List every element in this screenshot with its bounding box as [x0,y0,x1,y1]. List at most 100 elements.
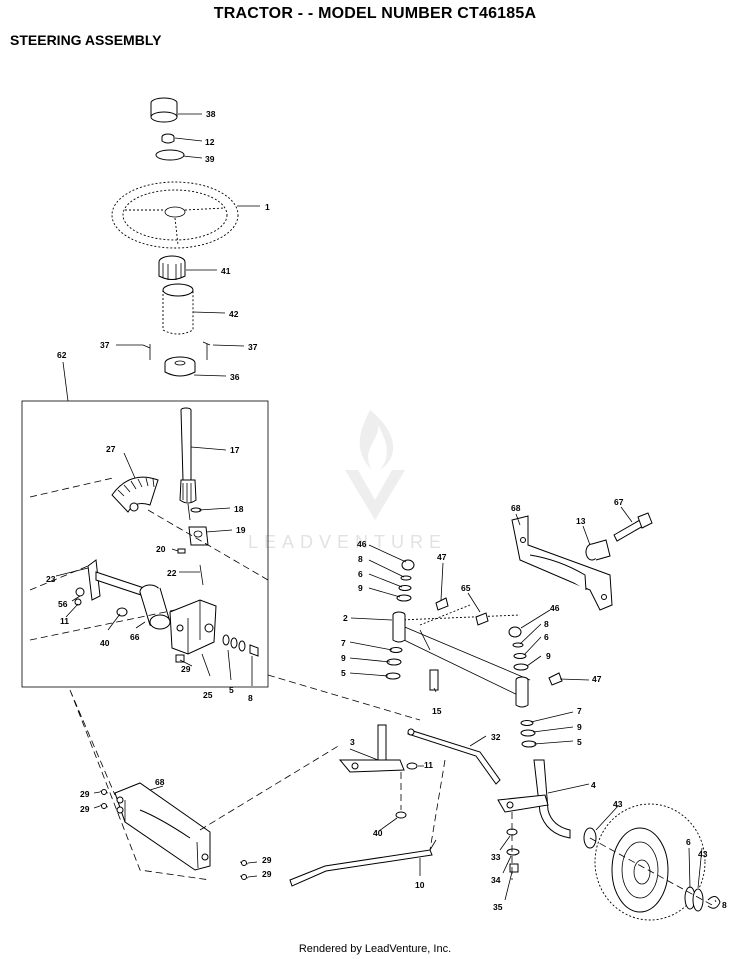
washer-stack-part [385,559,415,680]
bolt-part [429,669,439,691]
pin-part [177,548,186,554]
callout-label: 47 [437,552,447,562]
callout-label: 7 [577,706,582,716]
callout-label: 9 [577,722,582,732]
callout-label: 5 [229,685,234,695]
spacer-part [116,607,128,617]
callout-label: 27 [106,444,116,454]
callout-label: 13 [576,516,586,526]
screw-part [142,341,211,360]
callout-label: 65 [461,583,471,593]
bolt-part [613,512,653,542]
callout-label: 12 [205,137,215,147]
callout-label: 6 [358,569,363,579]
tie-rod-part [289,839,437,887]
callout-label: 8 [358,554,363,564]
callout-label: 17 [230,445,240,455]
washer-part [155,149,185,161]
callout-label: 19 [236,525,246,535]
bolt-part [199,564,204,586]
footer-credit: Rendered by LeadVenture, Inc. [298,943,452,955]
callout-label: 43 [613,799,623,809]
callout-label: 40 [100,638,110,648]
callout-label: 8 [248,693,253,703]
nut-part [161,133,175,144]
bushing-part [475,612,489,626]
callout-labels: 38 12 39 1 41 42 37 37 36 62 17 27 18 19… [46,109,727,912]
callout-label: 29 [262,869,272,879]
leader-lines [55,113,717,903]
callout-label: 10 [415,880,425,890]
washer-part [406,762,418,770]
callout-label: 4 [591,780,596,790]
callout-label: 68 [511,503,521,513]
steering-adapter-part [158,255,186,280]
watermark-text: LEADVENTURE [248,532,447,552]
callout-label: 41 [221,266,231,276]
steering-subassembly-box [21,400,269,688]
watermark-logo-icon [345,410,405,520]
pivot-tube-part [139,584,171,630]
callout-label: 42 [229,309,239,319]
callout-label: 8 [722,900,727,910]
washer-part [74,598,82,606]
drag-link-part [407,728,501,785]
callout-label: 25 [203,690,213,700]
callout-label: 37 [100,340,110,350]
tie-rod-part [87,559,151,601]
spindle-right-part [497,759,571,839]
callout-label: 47 [592,674,602,684]
frame-bracket-left-part [114,782,211,871]
grease-fitting-part [435,597,563,686]
callout-label: 67 [614,497,624,507]
callout-label: 22 [167,568,177,578]
callout-label: 6 [544,632,549,642]
callout-label: 18 [234,504,244,514]
washer-stack-part [222,634,259,657]
spindle-tube-part [515,676,529,708]
sector-gear-part [111,476,159,513]
nut-part [509,863,519,873]
callout-label: 6 [686,837,691,847]
callout-label: 40 [373,828,383,838]
callout-label: 39 [205,154,215,164]
bolt-part [99,789,249,880]
callout-label: 29 [181,664,191,674]
front-wheel-part [594,803,706,921]
steering-cap-part [150,97,178,123]
section-title: STEERING ASSEMBLY [10,32,162,48]
callout-label: 29 [80,804,90,814]
clip-part [707,896,721,909]
callout-label: 15 [432,706,442,716]
steering-bracket-part [169,599,217,655]
bolt-part [175,654,185,663]
callout-label: 9 [546,651,551,661]
column-sleeve-part [162,283,194,335]
callout-label: 5 [341,668,346,678]
callout-label: 7 [341,638,346,648]
spindle-left-part [338,724,405,773]
callout-label: 11 [60,616,69,626]
callout-label: 34 [491,875,501,885]
callout-label: 20 [156,544,166,554]
callout-label: 35 [493,902,503,912]
steering-wheel-part [111,181,239,249]
callout-label: 11 [424,760,433,770]
callout-label: 46 [550,603,560,613]
front-axle-part [399,604,531,701]
callout-label: 3 [350,737,355,747]
callout-label: 36 [230,372,240,382]
callout-label: 66 [130,632,140,642]
spacer-part [585,539,611,561]
washer-part [506,848,520,856]
callout-label: 32 [491,732,501,742]
steering-shaft-part [179,407,197,521]
frame-bracket-right-part [511,515,613,611]
callout-label: 23 [46,574,56,584]
bushing-part [164,356,196,377]
callout-label: 29 [80,789,90,799]
callout-label: 1 [265,202,270,212]
callout-label: 9 [341,653,346,663]
callout-label: 29 [262,855,272,865]
callout-label: 37 [248,342,258,352]
